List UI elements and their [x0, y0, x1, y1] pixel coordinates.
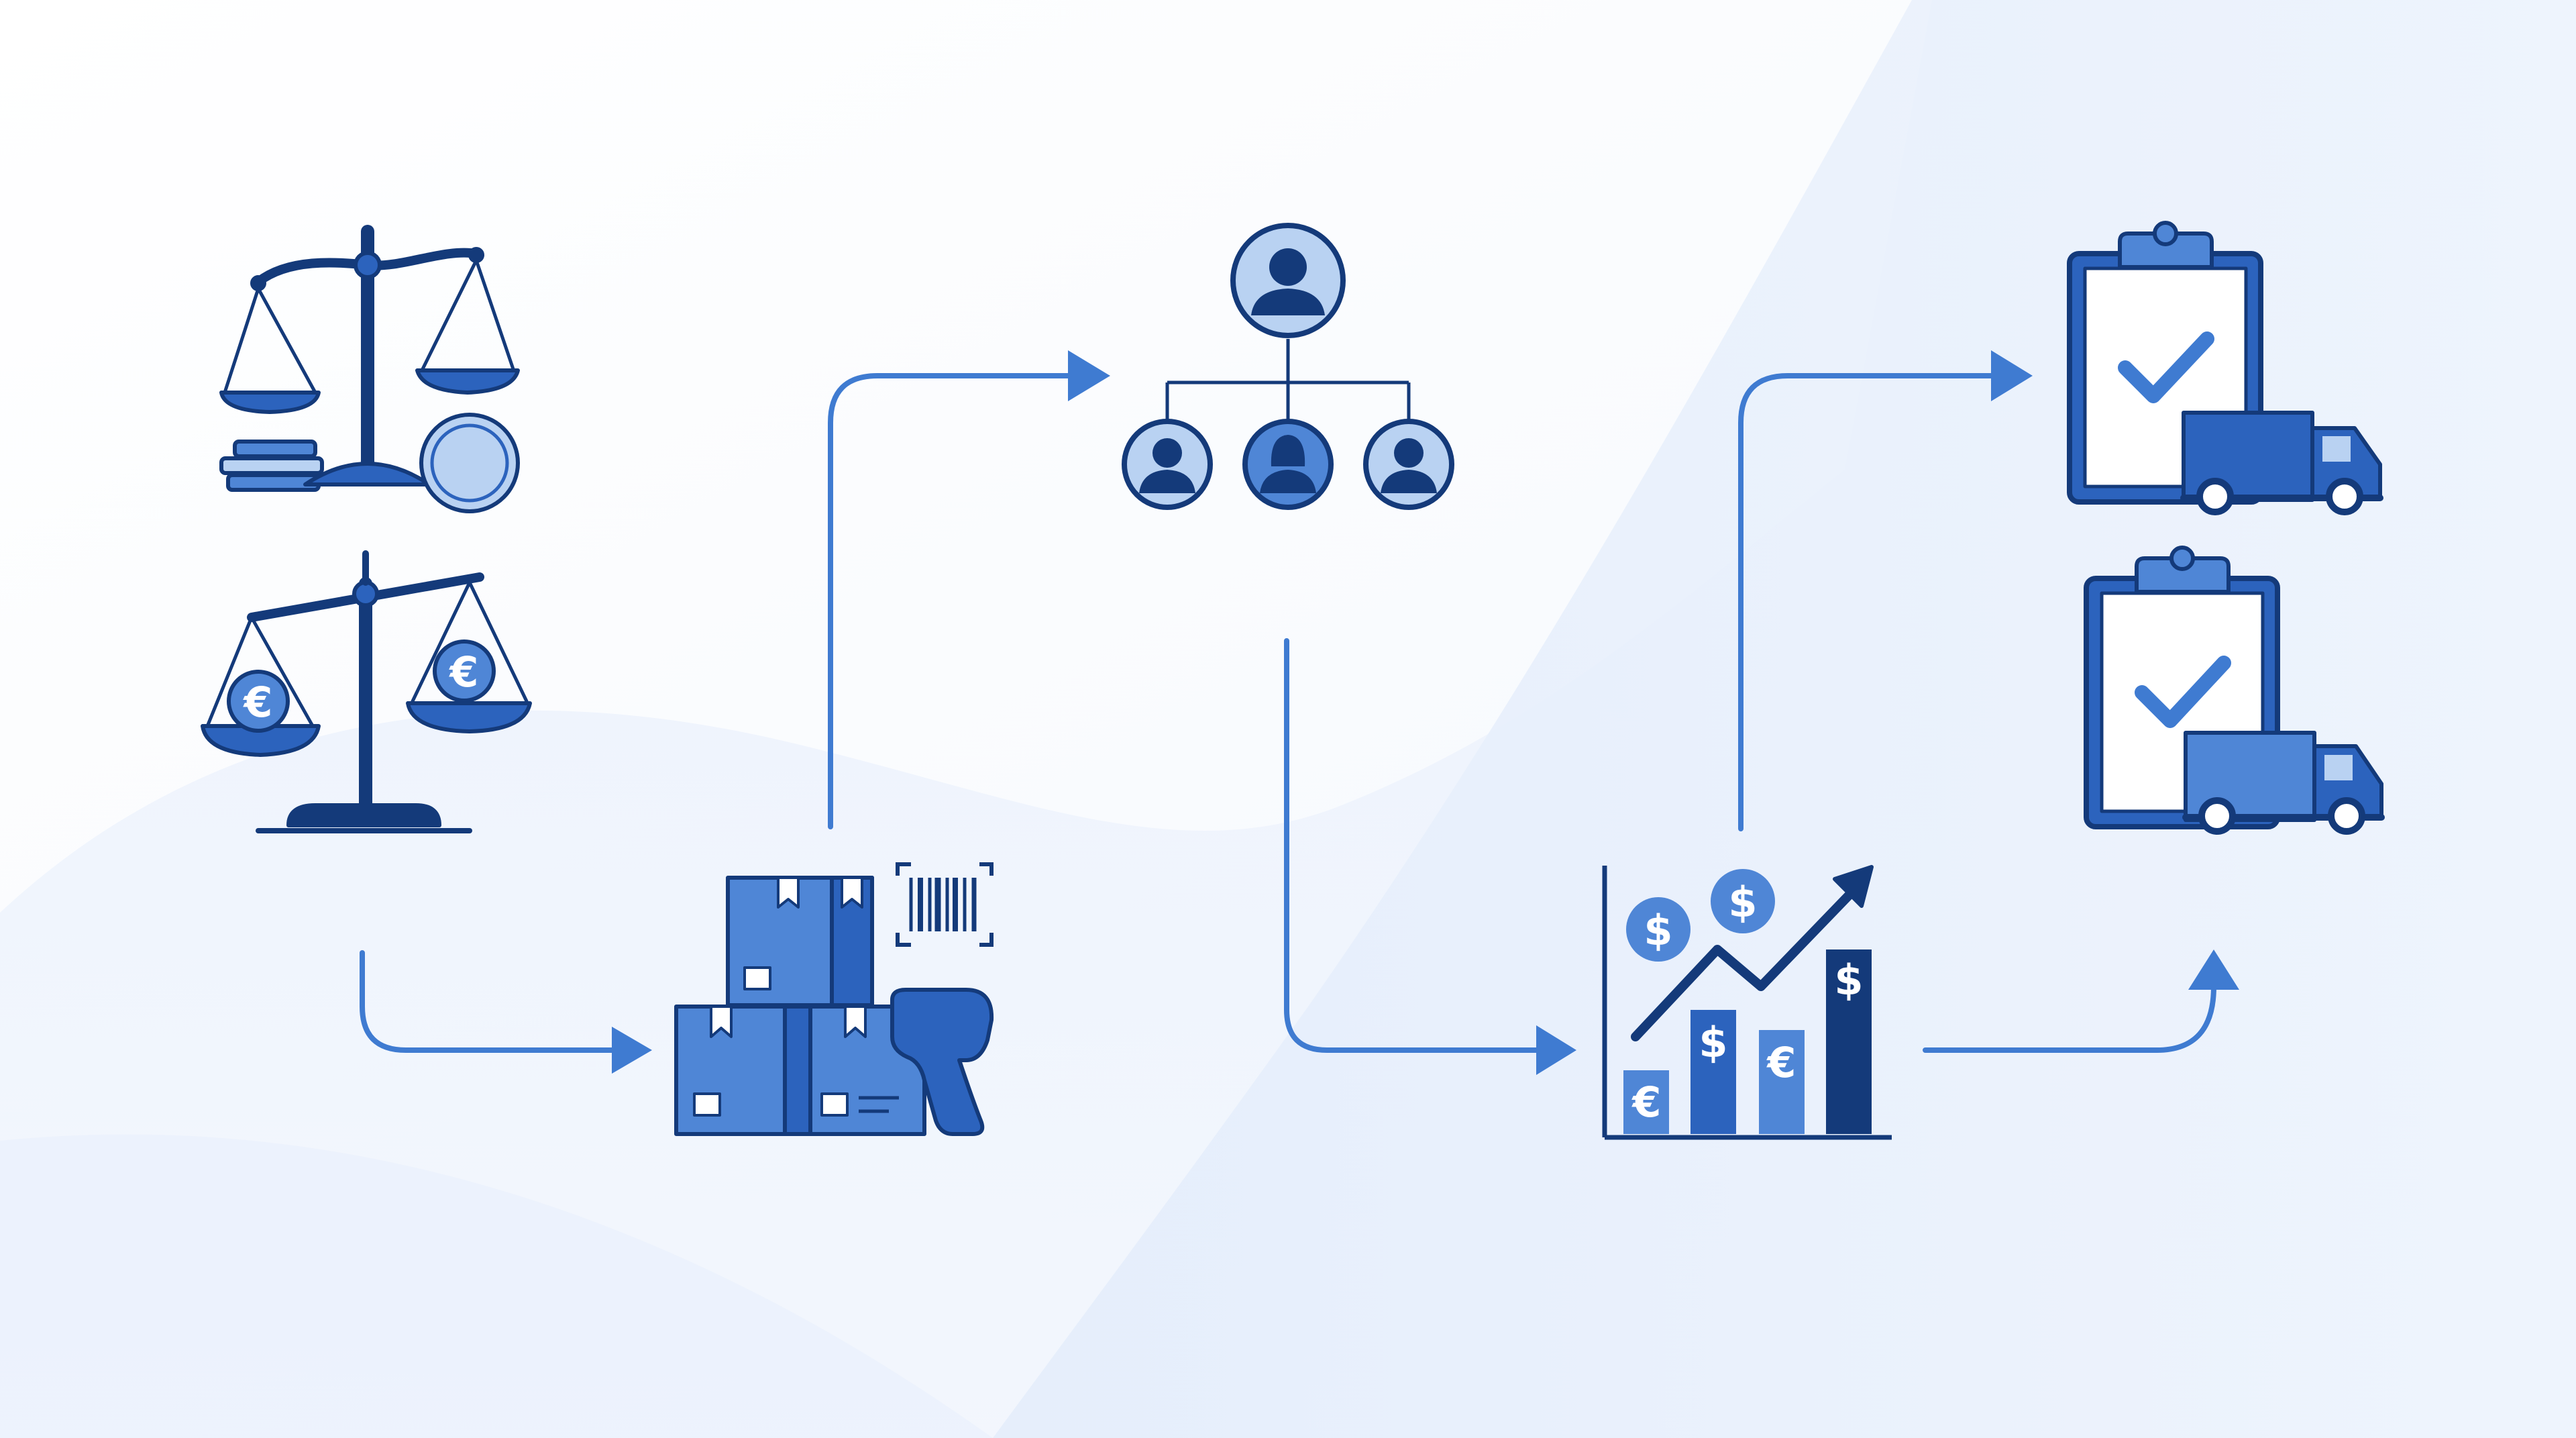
arrowheads: [612, 350, 2239, 1075]
connector-chart-to-clipboard-top: [1738, 373, 1998, 831]
connector-org-to-chart: [1284, 638, 1546, 1053]
revenue-growth-chart-icon: [1602, 865, 1892, 1140]
dollar-coin-left-symbol: $: [1644, 906, 1672, 955]
connectors: [360, 373, 2216, 1053]
org-chart-icon: [1122, 223, 1454, 510]
connector-scale-to-boxes: [360, 950, 620, 1053]
balance-scale-coins-icon: [219, 225, 520, 513]
bar-dollar-symbol-4: $: [1834, 956, 1863, 1005]
arrowhead-org-to-chart: [1536, 1025, 1576, 1075]
background-lower-wash: [0, 1134, 993, 1438]
bar-dollar-symbol-2: $: [1699, 1018, 1727, 1067]
connector-chart-to-clipboard-bottom: [1923, 974, 2216, 1053]
clipboard-check-truck-icon: [2084, 546, 2385, 835]
euro-symbol-left-pan: €: [242, 678, 272, 727]
balance-scale-euro-icon: [201, 550, 532, 833]
arrowhead-boxes-to-org: [1068, 350, 1110, 401]
boxes-barcode-scanner-icon: [674, 876, 926, 1136]
connector-boxes-to-org: [828, 373, 1076, 829]
barcode-icon: [896, 862, 994, 947]
euro-symbol-right-pan: €: [448, 648, 478, 697]
clipboard-check-truck-icon: [2067, 221, 2383, 515]
person-right-icon: [1363, 419, 1454, 510]
person-left-icon: [1122, 419, 1213, 510]
arrowhead-scale-to-boxes: [612, 1027, 652, 1074]
person-center-icon: [1242, 419, 1334, 510]
bar-euro-symbol-1: €: [1631, 1078, 1661, 1127]
arrowhead-chart-to-clipboard: [1991, 350, 2033, 401]
bar-euro-symbol-3: €: [1766, 1038, 1796, 1087]
dollar-coin-right-symbol: $: [1728, 878, 1757, 927]
person-top-icon: [1230, 223, 1346, 338]
barcode-scanner-icon: [890, 988, 994, 1136]
arrowhead-up-to-clipboard: [2188, 949, 2239, 990]
